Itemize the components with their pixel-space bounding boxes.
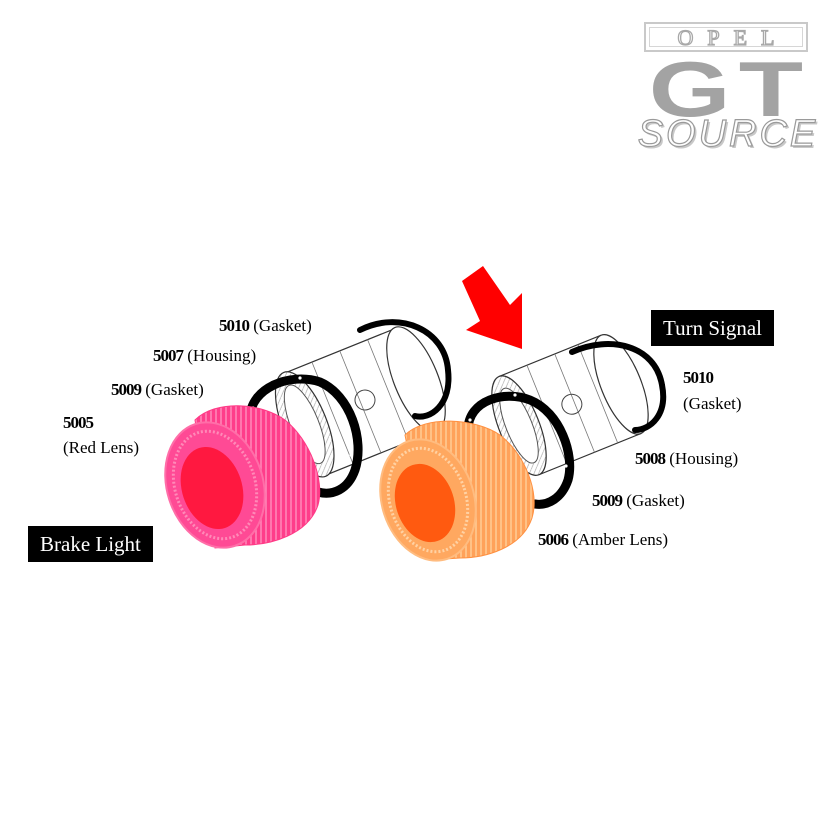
housing-5007 <box>274 326 446 478</box>
label-5005: 5005 <box>63 413 94 433</box>
part-number: 5007 <box>153 346 184 365</box>
label-5006: 5006 (Amber Lens) <box>538 530 668 550</box>
part-name: (Gasket) <box>683 394 742 413</box>
part-number: 5008 <box>635 449 666 468</box>
amber-lens-5006 <box>379 420 535 562</box>
gasket-5009-right <box>463 391 575 509</box>
label-5008: 5008 (Housing) <box>635 449 738 469</box>
label-5007: 5007 (Housing) <box>153 346 256 366</box>
gasket-5010-left <box>357 319 452 420</box>
label-5009-left: 5009 (Gasket) <box>111 380 204 400</box>
part-name: (Housing) <box>187 346 257 365</box>
label-5010-right-name: (Gasket) <box>683 394 742 414</box>
part-number: 5010 <box>683 368 714 387</box>
label-5010-left: 5010 (Gasket) <box>219 316 312 336</box>
logo-opel-frame: OPEL <box>644 22 808 52</box>
logo-gt-text: GT <box>648 45 812 133</box>
opel-gt-source-logo: OPEL GT SOURCE <box>628 12 828 157</box>
part-name: (Gasket) <box>145 380 204 399</box>
part-name: (Gasket) <box>626 491 685 510</box>
part-name: (Gasket) <box>253 316 312 335</box>
housing-5008 <box>491 334 649 476</box>
part-number: 5009 <box>111 380 142 399</box>
label-5009-right: 5009 (Gasket) <box>592 491 685 511</box>
part-number: 5006 <box>538 530 569 549</box>
part-name: (Red Lens) <box>63 438 140 457</box>
brake-light-tag: Brake Light <box>28 526 153 562</box>
label-5005-name: (Red Lens) <box>63 438 139 458</box>
part-name: (Amber Lens) <box>572 530 669 549</box>
part-number: 5005 <box>63 413 94 432</box>
part-number: 5009 <box>592 491 623 510</box>
red-lens-5005 <box>164 405 321 549</box>
logo-source-text: SOURCE <box>637 113 819 155</box>
pointer-arrow-icon <box>462 266 522 349</box>
gasket-5010-right <box>569 341 667 433</box>
part-number: 5010 <box>219 316 250 335</box>
label-5010-right: 5010 <box>683 368 714 388</box>
turn-signal-tag: Turn Signal <box>651 310 775 346</box>
part-name: (Housing) <box>669 449 739 468</box>
